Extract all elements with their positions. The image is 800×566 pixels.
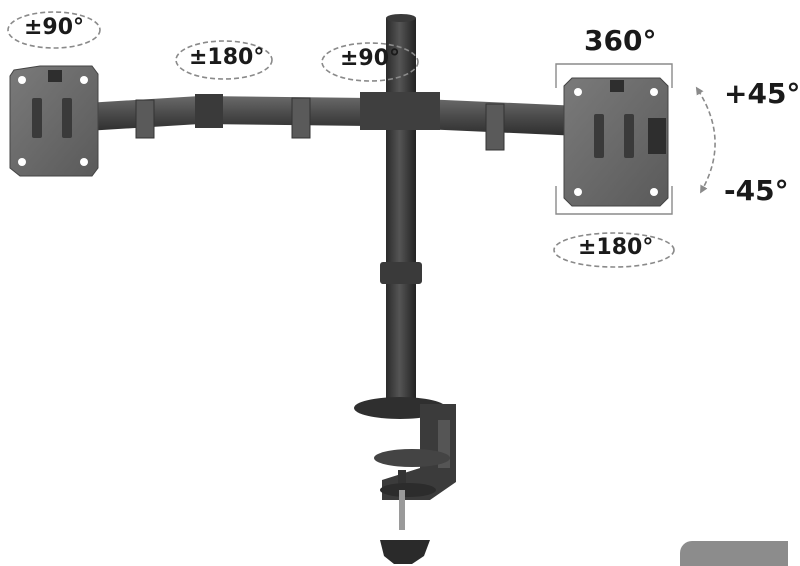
rotation-arrows: [7, 11, 716, 268]
right-arm-swivel-label: ±180°: [578, 235, 654, 260]
corner-tab: [680, 541, 788, 566]
right-rotation-label: 360°: [584, 24, 657, 57]
tilt-down-label: -45°: [724, 174, 789, 207]
rotation-360-bracket: [555, 63, 673, 215]
left-arm: [70, 94, 370, 139]
tilt-up-label: +45°: [724, 77, 800, 110]
left-vesa-plate: [9, 65, 99, 177]
right-arm: [360, 92, 580, 151]
vertical-pole: [380, 14, 422, 406]
desk-clamp: [354, 397, 456, 564]
left-arm-swivel-label: ±180°: [189, 45, 265, 70]
left-vesa-rotation-label: ±90°: [24, 15, 85, 40]
right-vesa-plate: [563, 77, 669, 207]
center-rotation-label: ±90°: [340, 46, 401, 71]
